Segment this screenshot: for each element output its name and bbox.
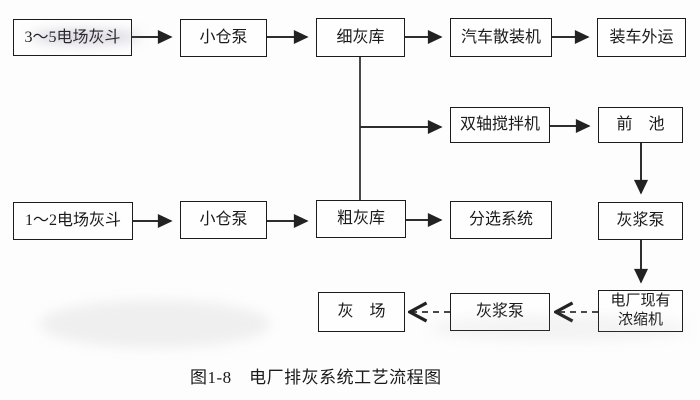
node-sorting-system: 分选系统 [450,201,552,239]
node-ash-yard: 灰 场 [318,292,405,332]
node-twin-shaft-mixer: 双轴搅拌机 [450,107,550,143]
node-label: 小仓泵 [199,211,248,229]
node-label: 装车外运 [609,28,674,46]
node-hopper-3-5: 3～5电场灰斗 [13,19,132,56]
node-truck-bulk-loader: 汽车散装机 [450,18,552,57]
node-fine-ash-silo: 细灰库 [316,18,405,57]
node-forebay: 前 池 [598,107,683,143]
figure-caption: 图1-8 电厂排灰系统工艺流程图 [190,368,442,387]
node-label: 汽车散装机 [460,28,541,46]
node-small-bin-pump-top: 小仓泵 [180,19,267,57]
node-label-line1: 电厂现有 [610,292,671,309]
node-ash-slurry-pump-bottom: 灰浆泵 [450,293,550,331]
node-label: 分选系统 [468,211,533,229]
node-label: 灰浆泵 [616,212,665,230]
node-coarse-ash-silo: 粗灰库 [316,200,406,238]
node-label: 双轴搅拌机 [459,116,540,134]
node-label: 小仓泵 [199,29,248,47]
node-label: 灰 场 [337,303,386,321]
node-load-and-ship-out: 装车外运 [597,18,686,57]
node-label: 3～5电场灰斗 [24,28,121,46]
node-label: 1～2电场灰斗 [24,212,121,230]
node-small-bin-pump-bottom: 小仓泵 [180,201,267,239]
node-label: 细灰库 [336,28,385,46]
node-label: 前 池 [616,116,665,134]
node-label: 灰浆泵 [475,303,524,321]
node-existing-thickener: 电厂现有 浓缩机 [598,290,683,332]
node-label: 粗灰库 [336,210,385,228]
node-hopper-1-2: 1～2电场灰斗 [13,202,133,240]
node-ash-slurry-pump-right: 灰浆泵 [598,202,683,240]
node-label-line2: 浓缩机 [617,312,663,328]
